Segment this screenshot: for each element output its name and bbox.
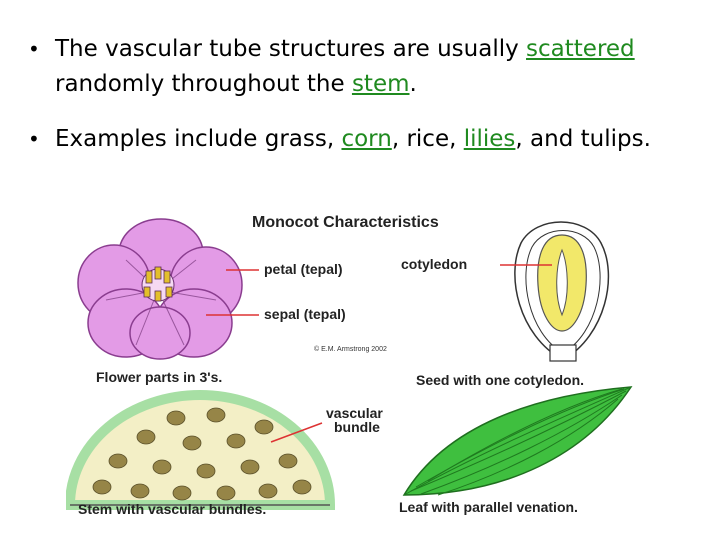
bullet-list: • The vascular tube structures are usual… bbox=[28, 32, 688, 177]
link-lilies[interactable]: lilies bbox=[463, 126, 516, 152]
copyright-text: © E.M. Armstrong 2002 bbox=[314, 346, 387, 353]
monocot-illustration bbox=[66, 218, 633, 510]
figure-title: Monocot Characteristics bbox=[252, 214, 439, 231]
caption-leaf: Leaf with parallel venation. bbox=[399, 499, 578, 515]
leaf-illustration bbox=[402, 386, 633, 496]
link-stem[interactable]: stem bbox=[351, 71, 410, 97]
bullet-marker: • bbox=[28, 127, 40, 151]
monocot-figure: Monocot Characteristics petal (tepal) se… bbox=[66, 205, 648, 530]
seed-illustration bbox=[500, 221, 610, 362]
label-cotyledon: cotyledon bbox=[401, 256, 468, 272]
caption-stem: Stem with vascular bundles. bbox=[78, 501, 267, 517]
flower-illustration bbox=[77, 218, 259, 360]
bullet-text-2: Examples include grass, corn, rice, lili… bbox=[55, 126, 651, 152]
caption-flower: Flower parts in 3's. bbox=[96, 369, 223, 385]
bullet-marker: • bbox=[28, 37, 40, 61]
link-corn[interactable]: corn bbox=[341, 126, 392, 152]
stem-illustration bbox=[66, 390, 336, 510]
bullet-item-1: • The vascular tube structures are usual… bbox=[28, 32, 688, 102]
bullet-item-2: • Examples include grass, corn, rice, li… bbox=[28, 122, 688, 157]
label-vascular-line1: vascular bbox=[326, 405, 383, 421]
label-sepal: sepal (tepal) bbox=[264, 306, 346, 322]
label-petal: petal (tepal) bbox=[264, 261, 343, 277]
label-vascular-line2: bundle bbox=[334, 419, 380, 435]
bullet-text-1: The vascular tube structures are usually… bbox=[55, 36, 635, 97]
link-scattered[interactable]: scattered bbox=[526, 36, 635, 62]
caption-seed: Seed with one cotyledon. bbox=[416, 372, 585, 388]
